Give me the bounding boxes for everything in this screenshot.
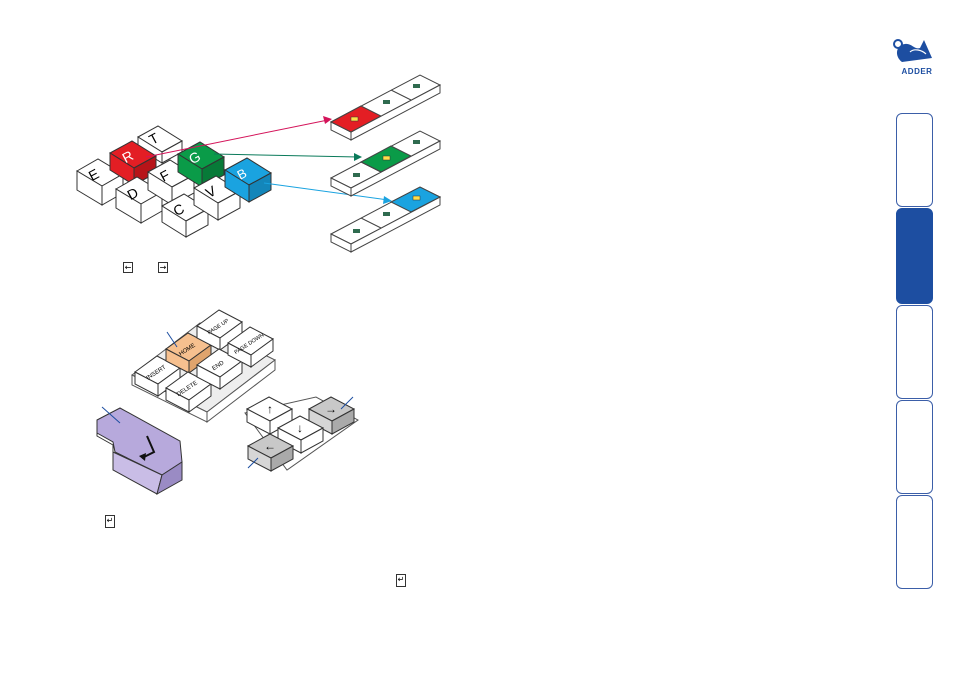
side-tab-1[interactable] (896, 113, 933, 207)
side-tab-5[interactable] (896, 495, 933, 589)
right-arrow-key-symbol: → (158, 262, 168, 273)
indicator-strip-blue (331, 187, 440, 252)
side-tab-4[interactable] (896, 400, 933, 494)
adder-logo-icon (894, 40, 932, 62)
adder-logo-text: ADDER (892, 67, 942, 76)
indicator-strip-red (331, 75, 440, 140)
key-arrow-up-label: ↑ (267, 402, 273, 416)
side-tab-3[interactable] (896, 305, 933, 399)
indicator-strip-green (331, 131, 440, 196)
enter-key-symbol-2: ↵ (396, 574, 406, 587)
key-arrow-down-label: ↓ (297, 421, 303, 435)
left-arrow-key-symbol: ← (123, 262, 133, 273)
side-tab-2-active[interactable] (896, 208, 933, 304)
enter-key-symbol: ↵ (105, 515, 115, 528)
key-arrow-left-label: ← (264, 439, 276, 453)
key-enter (97, 408, 182, 494)
key-arrow-right-label: → (325, 402, 337, 416)
